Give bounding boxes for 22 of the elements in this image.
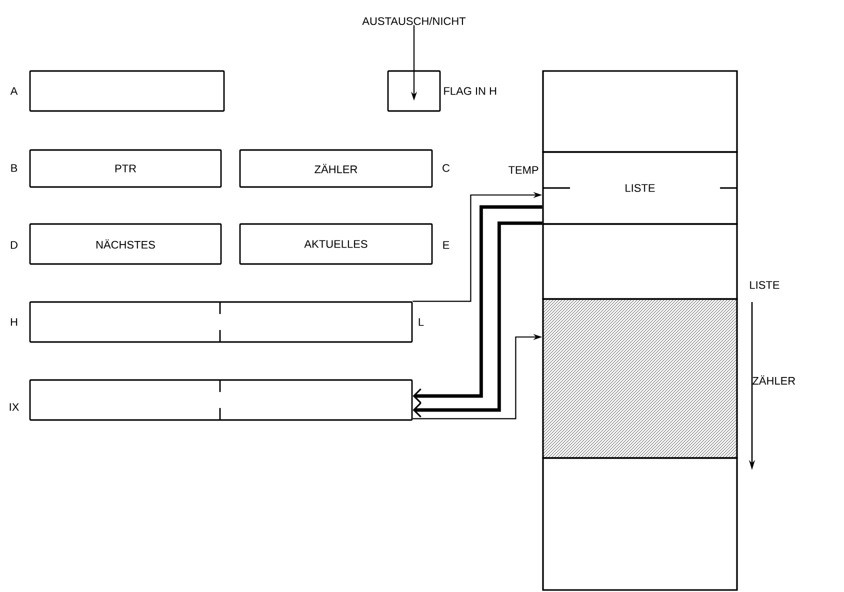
register-box: NÄCHSTES: [29, 223, 222, 265]
memory-cell: [542, 223, 738, 300]
register-label: H: [10, 318, 18, 326]
register-box: AKTUELLES: [239, 223, 433, 265]
register-label: IX: [10, 403, 19, 411]
register-label: A: [10, 87, 18, 95]
register-label: TEMP: [508, 166, 538, 174]
register-label: E: [443, 241, 450, 249]
memory-label: LISTE: [750, 281, 780, 289]
register-box: ZÄHLER: [239, 149, 433, 188]
register-box: PTR: [29, 149, 222, 188]
register-label: C: [442, 164, 450, 172]
memory-label: ZÄHLER: [752, 375, 796, 385]
register-label: D: [10, 241, 18, 249]
memory-cell: [542, 298, 738, 459]
memory-cell: [542, 457, 738, 591]
register-label: B: [11, 164, 18, 172]
memory-cell: [542, 70, 738, 153]
signal-label: AUSTAUSCH/NICHT: [362, 16, 466, 26]
memory-cell: LISTE: [542, 151, 738, 225]
register-label: FLAG IN H: [444, 87, 496, 95]
register-label: L: [418, 318, 424, 326]
